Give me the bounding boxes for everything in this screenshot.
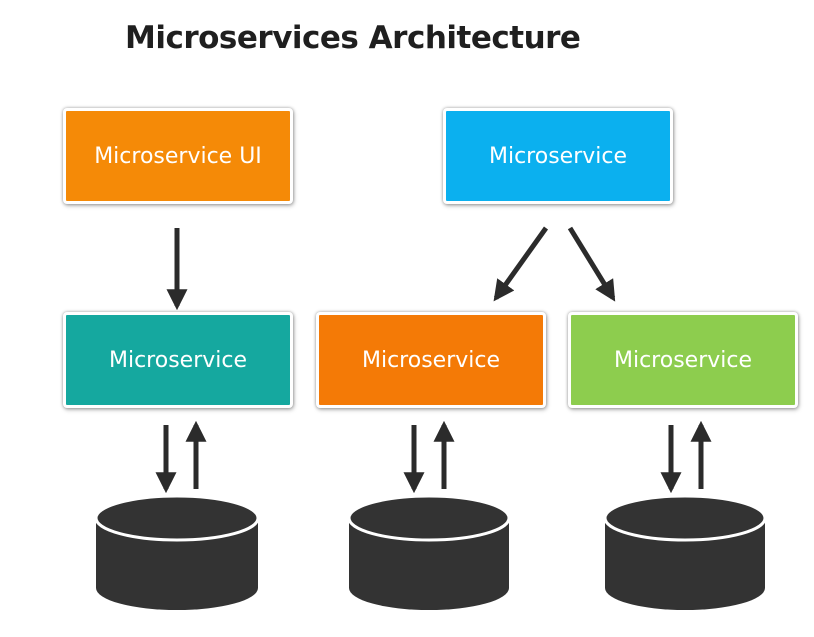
microservice-green-box: Microservice: [568, 312, 798, 408]
diagram-title: Microservices Architecture: [125, 20, 581, 56]
microservice-teal-label: Microservice: [108, 347, 247, 373]
microservice-green-label: Microservice: [613, 347, 752, 373]
database-1-icon: [94, 494, 260, 610]
database-3-icon: [603, 494, 767, 610]
arrow-top-to-green: [567, 226, 616, 302]
microservice-top-box: Microservice: [443, 108, 673, 204]
database-2-icon: [347, 494, 511, 610]
microservice-teal-box: Microservice: [63, 312, 293, 408]
microservice-orange-label: Microservice: [361, 347, 500, 373]
microservice-ui-box: Microservice UI: [63, 108, 293, 204]
microservice-ui-label: Microservice UI: [94, 143, 262, 169]
microservice-top-label: Microservice: [488, 143, 627, 169]
microservice-orange-box: Microservice: [316, 312, 546, 408]
arrow-top-to-orange: [493, 226, 549, 302]
